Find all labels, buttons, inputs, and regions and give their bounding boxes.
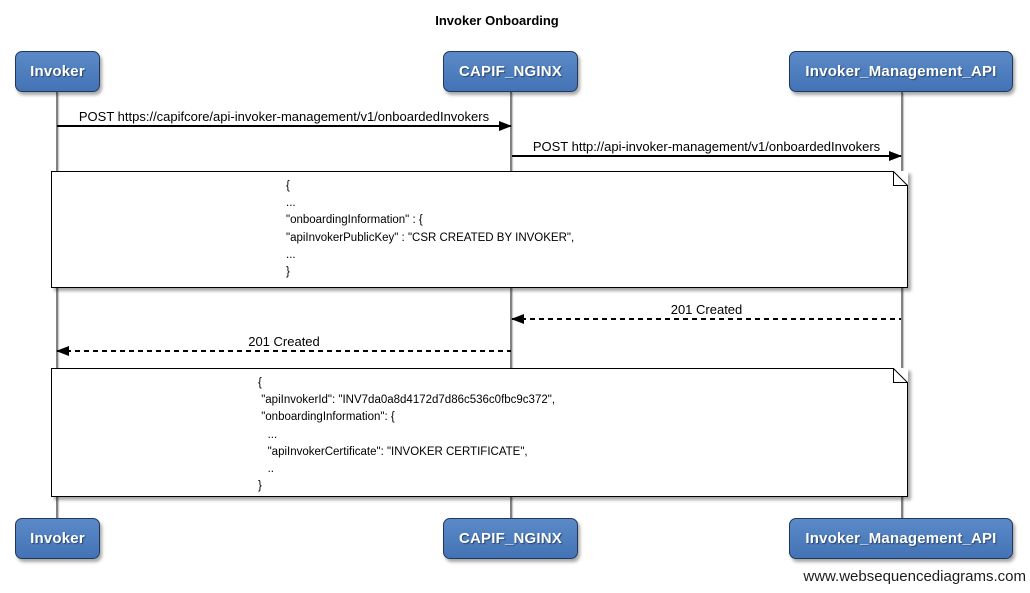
message-post-onboarded-invokers-capifcore: POST https://capifcore/api-invoker-manag… [57,109,512,131]
arrowhead-left-icon [56,346,69,356]
actor-label: CAPIF_NGINX [458,530,563,547]
message-label: 201 Created [248,334,320,349]
note-fold-icon [893,171,908,186]
arrowhead-left-icon [511,314,524,324]
actor-label: Invoker [30,530,85,547]
note-text: { ... "onboardingInformation" : { "apiIn… [286,180,575,279]
note-onboarding-response-body: { "apiInvokerId": "INV7da0a8d4172d7d86c5… [51,368,908,497]
message-label: 201 Created [670,302,743,317]
message-201-created-to-invoker: 201 Created [56,334,511,356]
actor-capif-nginx-top: CAPIF_NGINX [443,51,578,92]
diagram-title: Invoker Onboarding [435,13,559,28]
lifeline-invoker [56,92,58,518]
actor-invoker-management-api-top: Invoker_Management_API [789,51,1013,92]
note-fold-icon [893,368,908,383]
actor-label: Invoker_Management_API [805,63,997,80]
message-line [57,121,512,131]
actor-invoker-top: Invoker [15,51,100,92]
message-201-created-to-capif: 201 Created [511,302,901,324]
message-post-onboarded-invokers-internal: POST http://api-invoker-management/v1/on… [512,139,902,161]
note-text: { "apiInvokerId": "INV7da0a8d4172d7d86c5… [258,377,556,493]
message-label: POST https://capifcore/api-invoker-manag… [78,109,490,124]
message-label: POST http://api-invoker-management/v1/on… [532,139,881,154]
message-line [511,314,901,324]
actor-label: CAPIF_NGINX [458,63,563,80]
arrowhead-right-icon [499,121,512,131]
actor-capif-nginx-bottom: CAPIF_NGINX [443,518,578,559]
actor-invoker-bottom: Invoker [15,518,100,559]
lifeline-capif-nginx [510,92,512,518]
actor-label: Invoker_Management_API [805,530,997,547]
actor-invoker-management-api-bottom: Invoker_Management_API [789,518,1013,559]
message-line [56,346,511,356]
websequencediagrams-watermark: www.websequencediagrams.com [803,568,1026,585]
lifeline-invoker-management-api [901,92,903,518]
note-onboarding-request-body: { ... "onboardingInformation" : { "apiIn… [51,171,908,288]
message-line [512,151,902,161]
arrowhead-right-icon [889,151,902,161]
actor-label: Invoker [30,63,85,80]
